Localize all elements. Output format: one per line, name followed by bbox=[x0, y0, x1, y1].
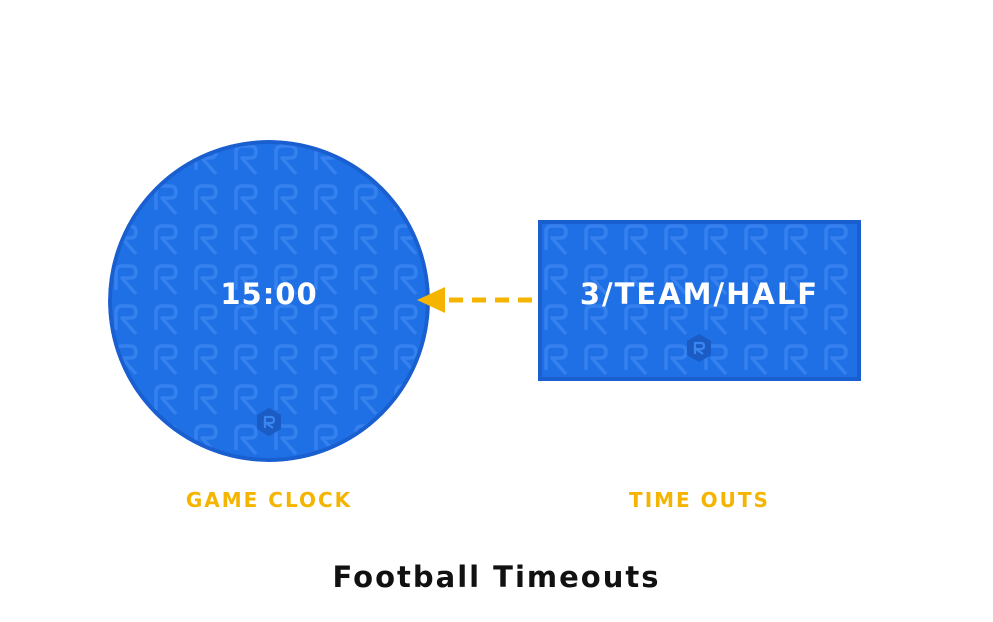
hexagon-r-logo-icon bbox=[257, 408, 281, 436]
timeouts-value: 3/TEAM/HALF bbox=[579, 277, 820, 311]
game-clock-shape bbox=[108, 140, 430, 462]
diagram-title: Football Timeouts bbox=[332, 560, 661, 594]
game-clock-label: GAME CLOCK bbox=[185, 488, 353, 512]
hexagon-r-logo-icon bbox=[687, 334, 711, 362]
dashed-arrow-left-icon bbox=[417, 287, 543, 313]
game-clock-value: 15:00 bbox=[220, 277, 318, 311]
game-clock-circle: 15:00 bbox=[108, 140, 430, 462]
timeouts-label: TIME OUTS bbox=[629, 488, 770, 512]
timeouts-rectangle: 3/TEAM/HALF bbox=[538, 220, 861, 381]
